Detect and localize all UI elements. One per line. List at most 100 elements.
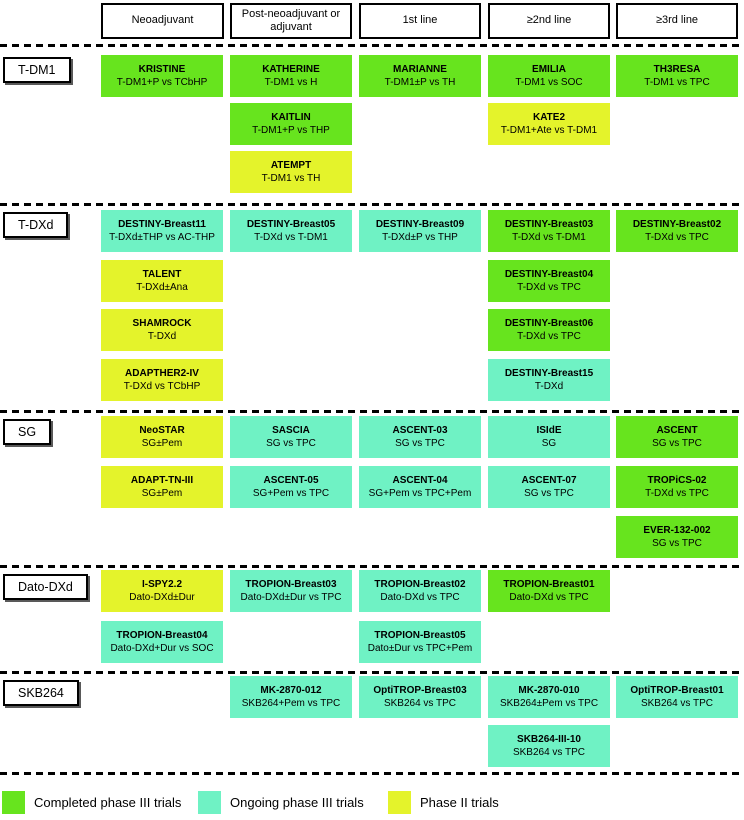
legend-swatch-completed [2,791,25,814]
trial-box-sascia: SASCIA SG vs TPC [230,416,352,458]
trial-name: SHAMROCK [132,318,192,329]
trial-name: ATEMPT [270,160,312,171]
trial-regimen: T-DXd vs T-DM1 [512,232,586,243]
trial-regimen: T-DM1 vs H [264,77,318,88]
trial-name: ADAPT-TN-III [130,475,194,486]
trial-regimen: SKB264 vs TPC [640,698,714,709]
trial-name: KATHERINE [262,64,320,75]
trial-name: KRISTINE [138,64,186,75]
trial-regimen: T-DXd [147,331,177,342]
legend-item-completed: Completed phase III trials [2,791,181,814]
trial-regimen: T-DM1+Ate vs T-DM1 [500,125,598,136]
row-label-dato-dxd: Dato-DXd [3,574,88,600]
trial-regimen: SKB264+Pem vs TPC [241,698,341,709]
dashed-divider [0,772,744,775]
dashed-divider [0,44,744,47]
legend-label-ongoing: Ongoing phase III trials [230,795,364,810]
trial-name: SASCIA [272,425,310,436]
trial-name: TALENT [142,269,182,280]
trial-regimen: SKB264±Pem vs TPC [499,698,599,709]
legend-label-phase2: Phase II trials [420,795,499,810]
trial-regimen: Dato-DXd vs TPC [509,592,589,603]
trial-box-katherine: KATHERINE T-DM1 vs H [230,55,352,97]
trial-regimen: T-DXd vs TPC [517,282,581,293]
trial-name: TROPION-Breast02 [374,579,466,590]
trial-name: ADAPTHER2-IV [125,368,199,379]
trial-name: ASCENT [656,425,698,436]
trial-regimen: SG [541,438,557,449]
trial-regimen: T-DM1 vs SOC [515,77,583,88]
row-label-sg: SG [3,419,52,445]
trial-regimen: T-DXd±THP vs AC-THP [109,232,215,243]
trial-regimen: SG vs TPC [652,538,702,549]
trial-box-shamrock: SHAMROCK T-DXd [101,309,223,351]
trial-box-talent: TALENT T-DXd±Ana [101,260,223,302]
column-header-post-neoadjuvant-or-adjuvant: Post-neoadjuvant or adjuvant [230,3,352,39]
trial-regimen: Dato-DXd vs TPC [380,592,460,603]
row-label-skb264: SKB264 [3,680,79,706]
trial-name: DESTINY-Breast03 [504,219,594,230]
trial-name: ASCENT-03 [392,425,448,436]
dashed-divider [0,565,744,568]
dashed-divider [0,203,744,206]
dashed-divider [0,671,744,674]
trial-name: I-SPY2.2 [141,579,183,590]
trial-name: DESTINY-Breast06 [504,318,594,329]
trial-regimen: Dato-DXd±Dur vs TPC [240,592,342,603]
trial-regimen: SG vs TPC [266,438,316,449]
trial-name: DESTINY-Breast02 [632,219,722,230]
legend-swatch-ongoing [198,791,221,814]
trial-regimen: SG±Pem [141,488,183,499]
column-header-neoadjuvant: Neoadjuvant [101,3,224,39]
trial-regimen: T-DXd vs TPC [645,232,709,243]
trial-name: OptiTROP-Breast03 [373,685,467,696]
trial-regimen: T-DM1±P vs TH [384,77,456,88]
trial-name: DESTINY-Breast15 [504,368,594,379]
trial-name: DESTINY-Breast05 [246,219,336,230]
trial-name: TH3RESA [653,64,701,75]
trial-name: TROPiCS-02 [647,475,707,486]
trial-name: SKB264-III-10 [517,734,581,745]
trial-name: ASCENT-05 [263,475,319,486]
trial-regimen: T-DM1 vs TPC [644,77,710,88]
trial-regimen: SG vs TPC [524,488,574,499]
trial-name: MK-2870-012 [260,685,322,696]
trial-regimen: T-DXd vs TPC [645,488,709,499]
trial-name: TROPION-Breast01 [503,579,595,590]
trial-regimen: Dato-DXd±Dur [129,592,195,603]
trial-name: OptiTROP-Breast01 [630,685,724,696]
trial-regimen: Dato±Dur vs TPC+Pem [367,643,473,654]
trial-name: ISIdE [536,425,562,436]
trial-name: TROPION-Breast05 [374,630,466,641]
trial-regimen: T-DM1 vs TH [261,173,321,184]
trial-regimen: T-DXd±Ana [136,282,188,293]
column-header-3rd-line: ≥3rd line [616,3,738,39]
trial-box-ever-132-002: EVER-132-002 SG vs TPC [616,516,738,558]
trial-name: MK-2870-010 [518,685,580,696]
trial-name: EVER-132-002 [643,525,711,536]
trial-name: TROPION-Breast04 [116,630,208,641]
trial-regimen: T-DM1+P vs THP [252,125,330,136]
legend-label-completed: Completed phase III trials [34,795,182,810]
dashed-divider [0,410,744,413]
column-header-1st-line: 1st line [359,3,481,39]
legend-item-ongoing: Ongoing phase III trials [198,791,364,814]
